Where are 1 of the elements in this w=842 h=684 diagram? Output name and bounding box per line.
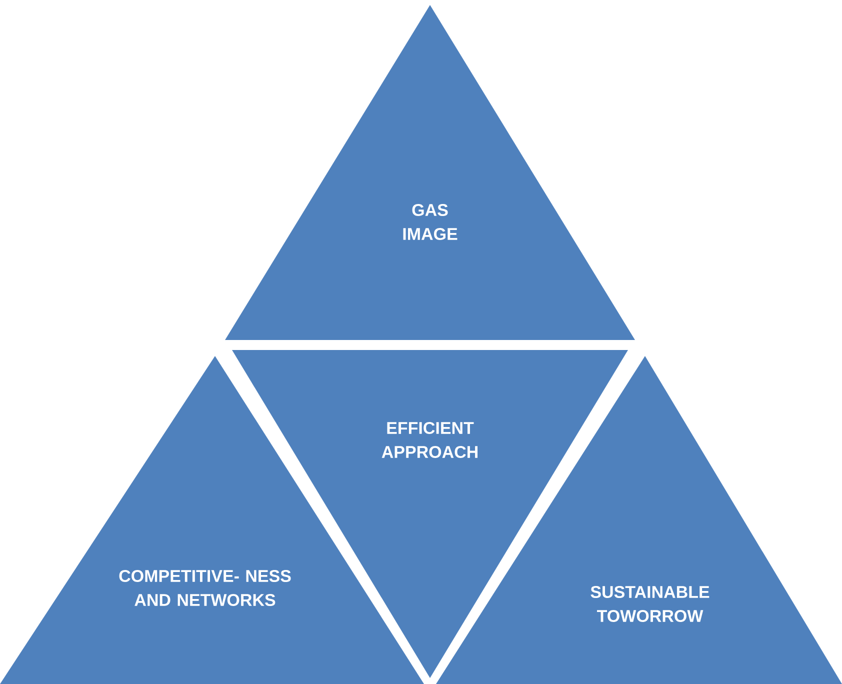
triangle: GAS IMAGE xyxy=(225,4,635,340)
